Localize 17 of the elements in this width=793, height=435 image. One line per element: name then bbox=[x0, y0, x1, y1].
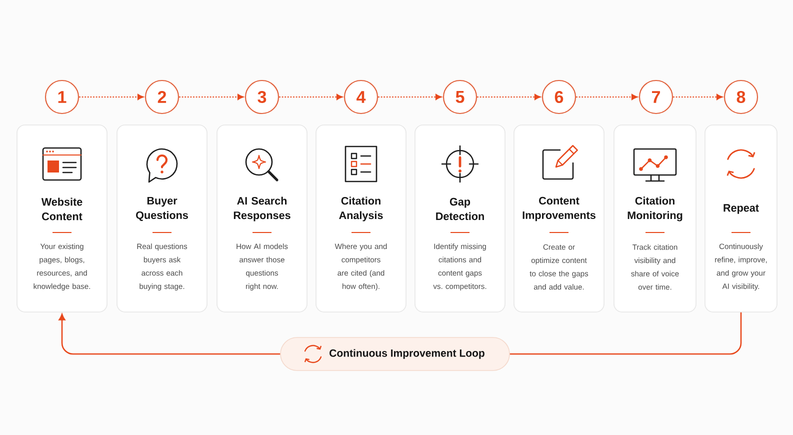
arrow bbox=[476, 94, 541, 100]
arrow bbox=[672, 94, 723, 100]
arrow bbox=[78, 94, 144, 100]
arrow bbox=[58, 314, 280, 355]
card-title: Buyer Questions bbox=[136, 196, 188, 222]
card-title: Citation Analysis bbox=[339, 196, 383, 222]
arrow bbox=[278, 94, 343, 100]
loop-label-pill: Continuous Improvement Loop bbox=[280, 337, 510, 371]
arrow bbox=[178, 94, 244, 100]
arrow bbox=[378, 94, 442, 100]
card-title: Content Improvements bbox=[522, 196, 596, 222]
card-title: Citation Monitoring bbox=[628, 196, 682, 222]
card-title: Website Content bbox=[41, 198, 82, 220]
card-title: Repeat bbox=[724, 204, 759, 214]
card-title: AI Search Responses bbox=[234, 196, 290, 222]
card-title: Gap Detection bbox=[436, 198, 484, 220]
arrow bbox=[576, 94, 638, 100]
